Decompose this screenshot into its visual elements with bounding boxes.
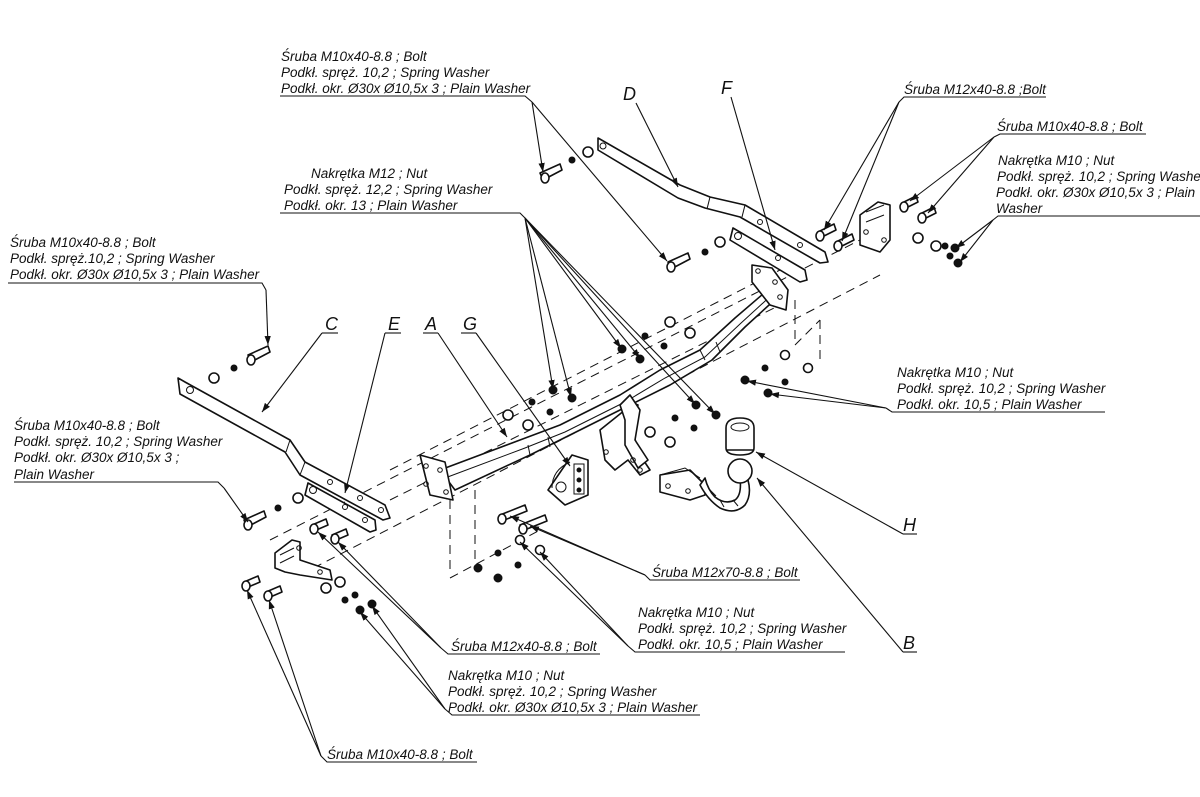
callout-line: Podkł. okr. Ø30x Ø10,5x 3 ; Plain Washer <box>10 267 260 282</box>
callout-line: Nakrętka M10 ; Nut <box>998 153 1116 168</box>
callout-line: Podkł. spręż. 10,2 ; Spring Washer <box>14 434 223 449</box>
callout-line: Nakrętka M10 ; Nut <box>638 605 756 620</box>
callout-line: Śruba M12x40-8.8 ; Bolt <box>451 639 598 654</box>
bolt <box>666 252 691 273</box>
callout-line: Podkł. okr. 10,5 ; Plain Washer <box>638 637 823 652</box>
left-arm-C <box>177 377 391 521</box>
bolt <box>899 195 919 213</box>
callout-line: Śruba M10x40-8.8 ; Bolt <box>10 235 157 250</box>
callout-bottom-nut: Nakrętka M10 ; Nut Podkł. spręż. 10,2 ; … <box>448 668 698 715</box>
callout-line: Nakrętka M10 ; Nut <box>897 365 1015 380</box>
right-bracket <box>859 201 891 253</box>
part-label-F: F <box>721 78 733 98</box>
callout-line: Podkł. spręż.10,2 ; Spring Washer <box>10 251 215 266</box>
part-label-A: A <box>424 314 437 334</box>
callout-left-upper: Śruba M10x40-8.8 ; Bolt Podkł. spręż.10,… <box>10 235 260 282</box>
callout-line: Podkł. spręż. 12,2 ; Spring Washer <box>284 182 493 197</box>
callout-line: Śruba M10x40-8.8 ; Bolt <box>281 49 428 64</box>
callout-top-right-nut: Nakrętka M10 ; Nut Podkł. spręż. 10,2 ; … <box>996 153 1200 216</box>
callout-line: Podkł. okr. Ø30x Ø10,5x 3 ; Plain <box>996 185 1195 200</box>
left-bracket <box>274 539 333 581</box>
callout-line: Śruba M10x40-8.8 ; Bolt <box>997 119 1144 134</box>
main-crossbeam-A <box>419 264 789 501</box>
ball-cap-H <box>725 417 755 456</box>
part-label-H: H <box>903 515 917 535</box>
callout-right-middle-nut: Nakrętka M10 ; Nut Podkł. spręż. 10,2 ; … <box>897 365 1106 412</box>
part-label-C: C <box>325 314 339 334</box>
callout-line: Podkł. spręż. 10,2 ; Spring Washer <box>281 65 490 80</box>
callout-bottom-center-nut: Nakrętka M10 ; Nut Podkł. spręż. 10,2 ; … <box>638 605 847 652</box>
callout-line: Podkł. okr. Ø30x Ø10,5x 3 ; Plain Washer <box>281 81 531 96</box>
tow-ball-B <box>659 458 753 512</box>
bolt <box>917 206 937 224</box>
right-arm-D <box>597 137 829 264</box>
callout-bolt-m12x70: Śruba M12x70-8.8 ; Bolt <box>652 565 799 580</box>
left-plate-E <box>304 482 377 533</box>
callout-line: Podkł. okr. Ø30x Ø10,5x 3 ; Plain Washer <box>448 700 698 715</box>
callout-line: Śruba M10x40-8.8 ; Bolt <box>327 747 474 762</box>
callout-center-nut-m12: Nakrętka M12 ; Nut Podkł. spręż. 12,2 ; … <box>284 166 493 213</box>
bolt <box>263 585 283 602</box>
part-label-B: B <box>903 633 915 653</box>
callout-bottom-bolt-m10x40: Śruba M10x40-8.8 ; Bolt <box>327 747 474 762</box>
callout-top-right-bolt-m12: Śruba M12x40-8.8 ;Bolt <box>904 82 1047 97</box>
leader-lines <box>8 95 1200 763</box>
callout-line: Podkł. okr. Ø30x Ø10,5x 3 ; <box>14 450 180 465</box>
callout-line: Plain Washer <box>14 467 95 482</box>
bolt <box>497 504 528 525</box>
callout-line: Podkł. okr. 10,5 ; Plain Washer <box>897 397 1082 412</box>
bolt <box>518 514 548 535</box>
bolt <box>241 575 261 592</box>
callout-top-right-bolt-m10: Śruba M10x40-8.8 ; Bolt <box>997 119 1144 134</box>
callout-left-lower: Śruba M10x40-8.8 ; Bolt Podkł. spręż. 10… <box>14 418 223 482</box>
socket-plate-G <box>547 454 589 506</box>
callout-line: Washer <box>996 201 1043 216</box>
part-label-G: G <box>463 314 477 334</box>
callout-line: Podkł. spręż. 10,2 ; Spring Washer <box>897 381 1106 396</box>
part-label-D: D <box>623 84 636 104</box>
callout-bottom-bolt-m12x40: Śruba M12x40-8.8 ; Bolt <box>451 639 598 654</box>
callout-top-center: Śruba M10x40-8.8 ; Bolt Podkł. spręż. 10… <box>281 49 531 96</box>
bolt <box>246 345 271 366</box>
part-letters: C E A G D F H B <box>325 78 917 653</box>
bolt <box>309 518 329 535</box>
bolt <box>539 163 563 184</box>
right-plate-F <box>729 227 808 283</box>
bolt <box>330 528 349 545</box>
fasteners <box>208 146 963 615</box>
callout-line: Podkł. spręż. 10,2 ; Spring Washer <box>448 684 657 699</box>
callout-line: Śruba M12x40-8.8 ;Bolt <box>904 82 1047 97</box>
callout-line: Śruba M12x70-8.8 ; Bolt <box>652 565 799 580</box>
part-label-E: E <box>388 314 401 334</box>
callout-line: Podkł. spręż. 10,2 ; Spring Washer <box>638 621 847 636</box>
callout-line: Podkł. okr. 13 ; Plain Washer <box>284 198 458 213</box>
callout-line: Śruba M10x40-8.8 ; Bolt <box>14 418 161 433</box>
callout-line: Podkł. spręż. 10,2 ; Spring Washer <box>997 169 1200 184</box>
bolt <box>243 510 267 531</box>
callout-line: Nakrętka M12 ; Nut <box>311 166 429 181</box>
callout-line: Nakrętka M10 ; Nut <box>448 668 566 683</box>
